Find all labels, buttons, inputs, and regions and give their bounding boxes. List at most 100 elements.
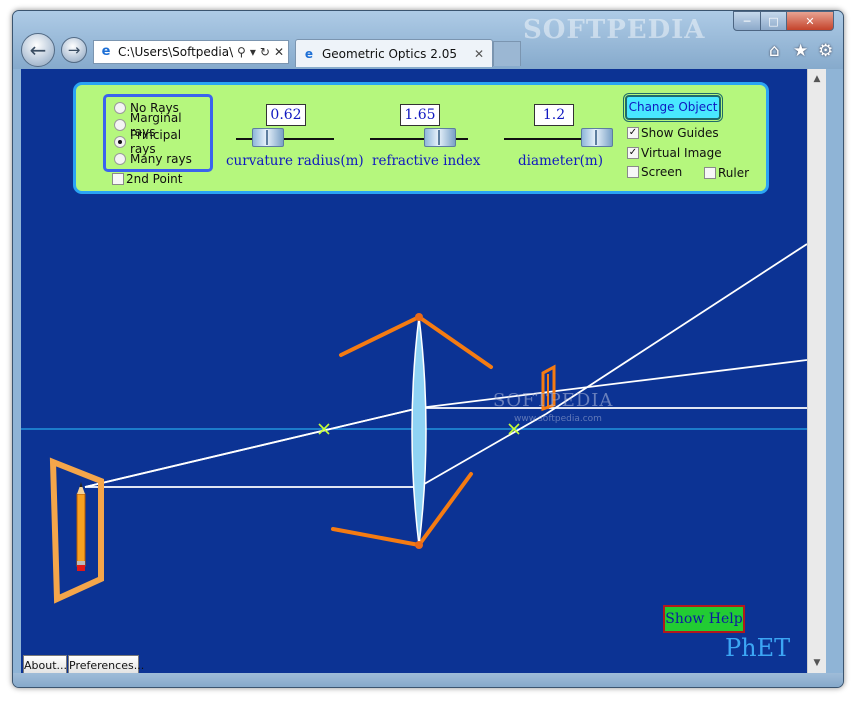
maximize-button[interactable]: □: [760, 11, 787, 31]
focus-right-b: [508, 423, 520, 435]
radio-button[interactable]: [114, 153, 126, 165]
pencil-body: [76, 493, 86, 567]
guide-top-right: [417, 315, 493, 369]
close-tab-icon[interactable]: ✕: [473, 46, 484, 61]
curvature-radius-track[interactable]: [236, 138, 334, 140]
second-point-checkbox[interactable]: 2nd Point: [112, 171, 182, 187]
back-button[interactable]: ←: [21, 33, 55, 67]
close-window-button[interactable]: ✕: [786, 11, 834, 31]
radio-label: Marginal rays: [129, 111, 182, 139]
checkbox[interactable]: [704, 167, 716, 179]
refractive-index-knob[interactable]: [424, 128, 456, 147]
optics-scene: [21, 243, 807, 604]
ray-options-group: No Rays Marginal rays Principal rays Man…: [103, 94, 213, 172]
radio-label: Many rays: [130, 152, 192, 166]
minimize-button[interactable]: ─: [733, 11, 761, 31]
ie-icon: e: [304, 46, 314, 61]
radio-button[interactable]: [114, 102, 126, 114]
address-text: C:\Users\Softpedia\: [118, 45, 234, 59]
ray-parallel-refracted: [418, 413, 547, 488]
guide-top-left: [339, 315, 421, 357]
lens-top-handle[interactable]: [415, 313, 423, 321]
show-guides-checkbox[interactable]: ✓ Show Guides: [627, 125, 719, 141]
maximize-icon: □: [768, 14, 779, 28]
diameter-knob[interactable]: [581, 128, 613, 147]
ray-center-out: [418, 359, 807, 409]
arrow-right-icon: →: [67, 41, 81, 59]
checkbox[interactable]: [112, 173, 124, 185]
address-bar[interactable]: e C:\Users\Softpedia\ ⚲ ▾ ↻ ✕: [93, 40, 289, 64]
scroll-up-icon[interactable]: ▲: [813, 74, 821, 84]
checkbox-label: Virtual Image: [641, 146, 722, 160]
minimize-icon: ─: [743, 14, 751, 28]
radio-label: Principal rays: [129, 128, 182, 156]
simulation-area[interactable]: SOFTPEDIA www.softpedia.com No Rays Marg…: [21, 69, 807, 673]
lens[interactable]: [411, 316, 427, 546]
diameter-label: diameter(m): [518, 153, 604, 169]
refractive-index-value[interactable]: 1.65: [400, 104, 440, 126]
curvature-radius-knob[interactable]: [252, 128, 284, 147]
change-object-button[interactable]: Change Object: [625, 95, 721, 120]
refractive-index-track[interactable]: [370, 138, 468, 140]
focus-markers: [318, 423, 520, 435]
lens-bottom-handle[interactable]: [415, 541, 423, 549]
object-frame: [49, 457, 104, 604]
gear-icon[interactable]: ⚙: [818, 41, 834, 61]
browser-window: SOFTPEDIA ← → e C:\Users\Softpedia\ ⚲ ▾ …: [12, 10, 844, 688]
pencil-lead: [79, 482, 83, 487]
show-help-button[interactable]: Show Help: [663, 605, 745, 633]
forward-button[interactable]: →: [61, 37, 87, 63]
pencil-tip: [77, 483, 85, 494]
home-icon[interactable]: ⌂: [769, 41, 780, 61]
radio-button-selected[interactable]: [114, 136, 126, 148]
tab-title: Geometric Optics 2.05: [322, 46, 457, 61]
vertical-scrollbar[interactable]: ▲ ▼: [807, 69, 826, 673]
diameter-track[interactable]: [504, 138, 612, 140]
object-pencil-frame[interactable]: [49, 457, 104, 604]
checkbox-checked[interactable]: ✓: [627, 127, 639, 139]
screen-checkbox[interactable]: Screen: [627, 164, 682, 180]
refractive-index-label: refractive index: [372, 153, 481, 169]
refresh-icon[interactable]: ↻: [259, 45, 270, 59]
window-bottom-frame: [13, 673, 843, 687]
virtual-image-checkbox[interactable]: ✓ Virtual Image: [627, 145, 722, 161]
about-button[interactable]: About...: [23, 655, 67, 673]
ray-focal-in: [84, 407, 420, 488]
radio-principal-rays[interactable]: Principal rays: [114, 128, 210, 156]
tab-geometric-optics[interactable]: e Geometric Optics 2.05 ✕: [295, 39, 493, 67]
diameter-value[interactable]: 1.2: [534, 104, 574, 126]
favorites-star-icon[interactable]: ★: [793, 41, 809, 61]
radio-marginal-rays[interactable]: Marginal rays: [114, 111, 210, 139]
radio-label: No Rays: [130, 101, 179, 115]
checkbox[interactable]: [627, 166, 639, 178]
scroll-down-icon[interactable]: ▼: [813, 658, 821, 668]
image-frame-outline: [541, 364, 556, 412]
softpedia-watermark-center: SOFTPEDIA: [493, 390, 614, 411]
checkbox-checked[interactable]: ✓: [627, 147, 639, 159]
checkbox-label: Show Guides: [641, 126, 719, 140]
control-panel: No Rays Marginal rays Principal rays Man…: [73, 82, 769, 194]
radio-no-rays[interactable]: No Rays: [114, 100, 179, 116]
pencil-band: [77, 561, 85, 565]
title-bar: SOFTPEDIA ← → e C:\Users\Softpedia\ ⚲ ▾ …: [13, 11, 843, 69]
curvature-radius-value[interactable]: 0.62: [266, 104, 306, 126]
pencil-eraser: [77, 565, 85, 571]
radio-button[interactable]: [114, 119, 126, 131]
radio-many-rays[interactable]: Many rays: [114, 151, 192, 167]
preferences-button[interactable]: Preferences...: [68, 655, 144, 673]
close-icon: ✕: [805, 14, 815, 28]
guide-bottom-right: [417, 472, 473, 547]
dropdown-icon[interactable]: ▾: [249, 45, 256, 59]
focus-left-b: [318, 423, 330, 435]
softpedia-url: www.softpedia.com: [514, 414, 602, 424]
phet-logo: PhET: [725, 634, 791, 662]
ruler-checkbox[interactable]: Ruler: [704, 165, 749, 181]
checkbox-label: 2nd Point: [126, 172, 183, 186]
checkbox-label: Screen: [641, 165, 683, 179]
softpedia-watermark: SOFTPEDIA: [523, 15, 706, 45]
lens-guides: [331, 315, 493, 547]
ray-parallel-out: [545, 243, 807, 415]
search-icon[interactable]: ⚲: [237, 45, 246, 59]
new-tab-button[interactable]: [493, 41, 521, 66]
stop-icon[interactable]: ✕: [273, 45, 284, 59]
